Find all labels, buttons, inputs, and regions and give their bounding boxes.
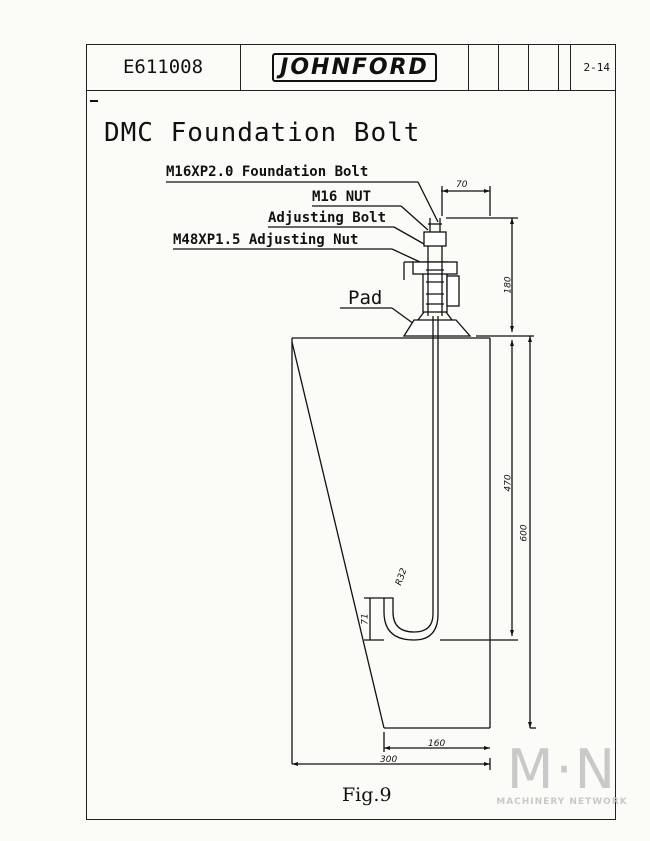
dimension-470: 470 (503, 474, 514, 492)
watermark: M·N MACHINERY NETWORK (488, 738, 636, 828)
label-adjusting-nut: M48XP1.5 Adjusting Nut (173, 232, 359, 248)
label-pad: Pad (348, 287, 383, 309)
m16-nut-shape (423, 231, 447, 247)
title-block-cell (469, 44, 499, 90)
dimension-70: 70 (456, 180, 468, 190)
leader-line (391, 248, 421, 263)
bolt-hook (383, 597, 439, 641)
label-adjusting-bolt: Adjusting Bolt (268, 210, 387, 226)
margin-dash (90, 100, 98, 102)
watermark-text: MACHINERY NETWORK (496, 797, 628, 807)
label-nut: M16 NUT (312, 189, 372, 205)
dimension-71: 71 (360, 613, 371, 625)
figure-caption: Fig.9 (342, 784, 392, 806)
page-number: 2-14 (583, 60, 611, 74)
brand-logo: JOHNFORD (241, 44, 469, 90)
title-block-cell (529, 44, 559, 90)
leader-line (417, 181, 439, 223)
page-title: DMC Foundation Bolt (104, 118, 421, 148)
watermark-mark: M·N (506, 738, 618, 801)
title-block: E611008 JOHNFORD 2-14 (86, 44, 616, 91)
label-foundation-bolt: M16XP2.0 Foundation Bolt (166, 164, 369, 180)
drawing-frame (86, 44, 616, 820)
document-number: E611008 (86, 44, 241, 90)
dimension-160: 160 (428, 739, 446, 749)
pad-shape (402, 319, 472, 337)
foundation-taper-edge (291, 341, 385, 729)
leader-line (391, 307, 415, 325)
leader-line (393, 226, 425, 245)
title-block-cell (559, 44, 571, 90)
dimension-300: 300 (380, 755, 398, 765)
dimension-600: 600 (519, 524, 530, 542)
brand-logo-text: JOHNFORD (272, 52, 437, 82)
title-block-cell (499, 44, 529, 90)
leader-line (400, 205, 429, 231)
dimension-180: 180 (503, 276, 514, 294)
